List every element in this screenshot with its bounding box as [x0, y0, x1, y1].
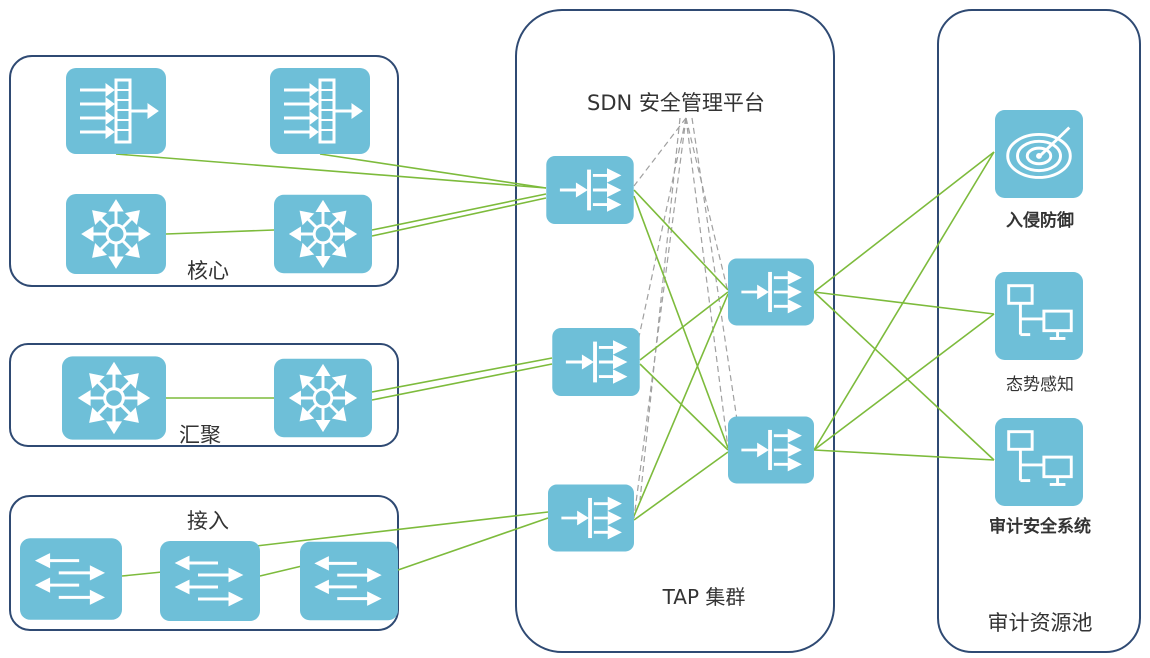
access-switch-1 [20, 538, 122, 620]
aggregation-switch-1 [62, 356, 166, 440]
access-label: 接入 [187, 509, 229, 533]
audit-security-label: 审计安全系统 [989, 516, 1091, 537]
audit-pool-label: 审计资源池 [988, 611, 1093, 635]
tap-device-3 [548, 484, 634, 552]
situational-awareness-label: 态势感知 [1006, 375, 1074, 395]
management-links [633, 117, 741, 519]
access-group-frame [9, 495, 399, 631]
ips-label: 入侵防御 [1006, 210, 1074, 231]
ips-system-icon [994, 110, 1084, 198]
core-switch-1 [66, 194, 166, 274]
data-links [115, 151, 995, 577]
access-switch-3 [300, 540, 398, 622]
tap-device-1 [546, 156, 634, 224]
tap-cluster-label: TAP 集群 [662, 585, 746, 609]
tap-device-5 [728, 416, 814, 484]
audit-security-icon [994, 418, 1084, 506]
situational-awareness-icon [994, 272, 1084, 360]
tap-cluster-frame [515, 9, 835, 653]
tap-device-4 [728, 258, 814, 326]
audit-pool-frame [937, 9, 1141, 653]
core-switch-2 [274, 194, 372, 274]
core-group-frame [9, 55, 399, 287]
aggregation-switch-2 [274, 357, 372, 439]
core-firewall-2 [270, 68, 370, 154]
tap-device-2 [552, 328, 640, 396]
platform-label: SDN 安全管理平台 [587, 91, 765, 115]
access-switch-2 [160, 540, 260, 622]
core-firewall-1 [66, 68, 166, 154]
core-label: 核心 [187, 259, 229, 283]
aggregation-label: 汇聚 [179, 423, 221, 447]
